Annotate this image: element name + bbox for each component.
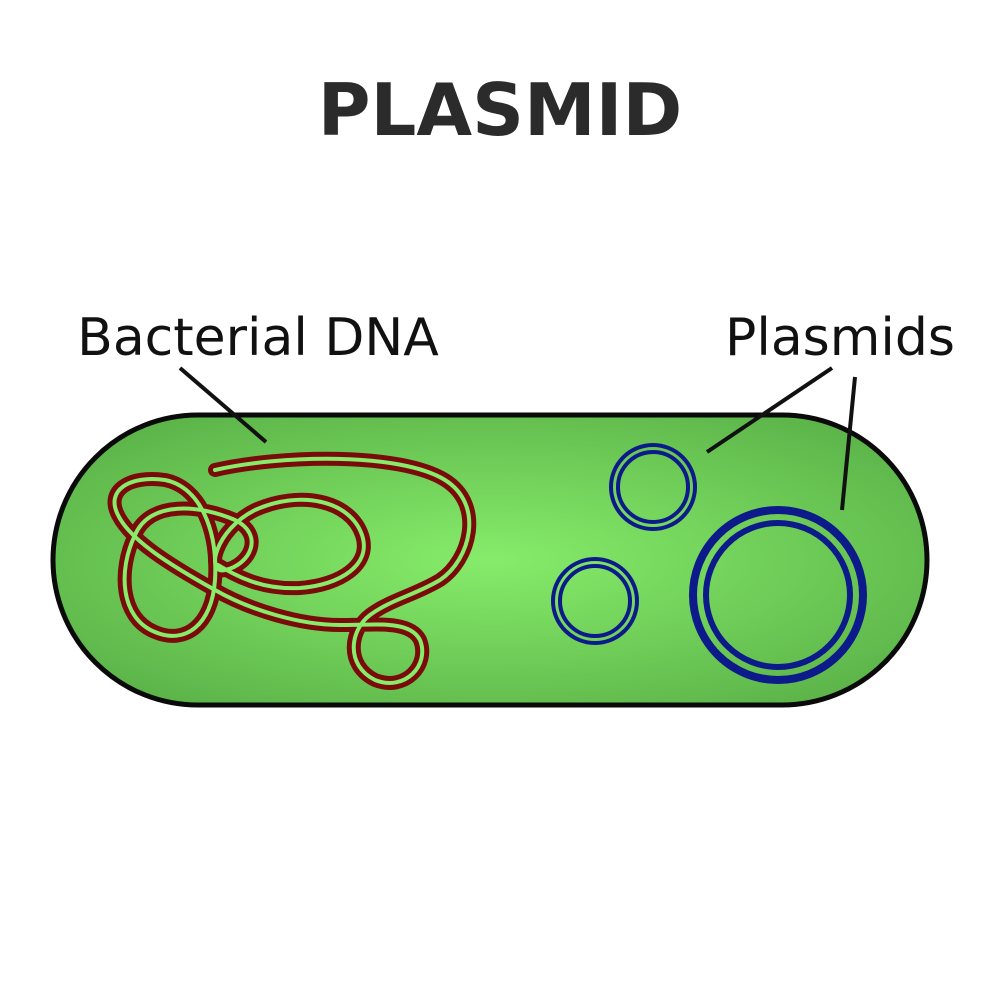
leader-line-plasmid-large [840,376,857,511]
bacterial-cell [50,412,930,708]
label-plasmids: Plasmids [725,308,955,368]
leader-lines [178,366,857,511]
bacterial-dna [107,451,477,690]
leader-line-bacterial-dna [178,366,268,444]
plasmid-large [689,506,867,684]
plasmids-group [551,443,867,684]
bacterial-dna-strand-inner [112,456,472,685]
label-bacterial-dna: Bacterial DNA [77,308,439,368]
diagram-title: PLASMID [318,68,682,152]
plasmid-small-top [609,443,697,531]
leader-line-plasmid-top [705,366,834,454]
plasmid-small-bottom [551,557,639,645]
